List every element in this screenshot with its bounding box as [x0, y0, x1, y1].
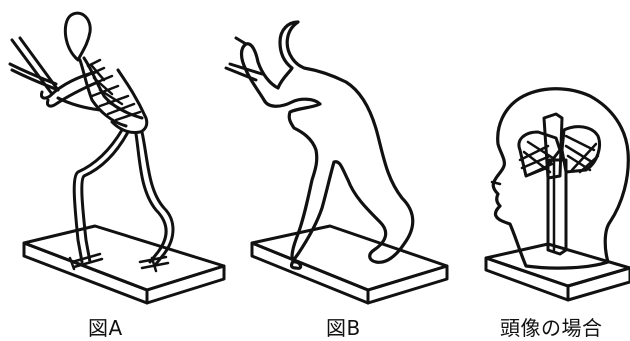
- caption-figure-b: 図B: [326, 312, 361, 341]
- figure-a-wire-armature: [10, 13, 224, 303]
- figure-b-silhouette: [242, 22, 413, 268]
- figure-a-base: [24, 226, 224, 303]
- figure-a-head: [65, 13, 90, 60]
- figure-b-base: [252, 226, 447, 303]
- figure-c-head-armature: [486, 89, 630, 300]
- caption-figure-a: 図A: [88, 312, 123, 341]
- figure-a-torso: [80, 58, 147, 133]
- figure-a-arms: [10, 38, 100, 110]
- caption-figure-c: 頭像の場合: [500, 312, 603, 341]
- figure-a-legs: [74, 130, 173, 264]
- figure-b-clay-figure: [226, 22, 447, 303]
